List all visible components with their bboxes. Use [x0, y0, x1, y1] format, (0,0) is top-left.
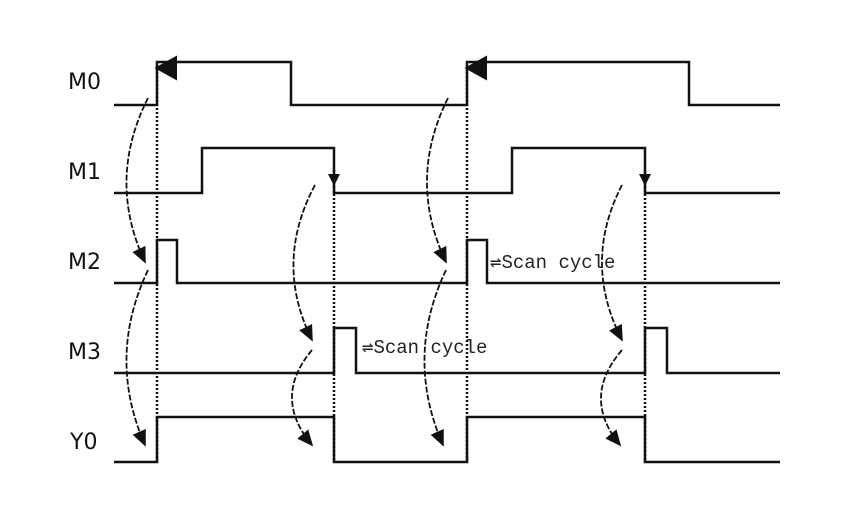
causality-arrow — [600, 349, 623, 447]
scan-cycle-label: ⇌Scan cycle — [362, 337, 487, 359]
down-arrow-icon — [639, 174, 651, 186]
waveform-m2 — [114, 238, 780, 285]
signal-label-m0: M0 — [68, 70, 101, 95]
waveform-m1 — [114, 146, 780, 195]
causality-arrow — [601, 184, 623, 342]
down-arrow-icon — [328, 174, 340, 186]
causality-arrow — [291, 349, 314, 447]
causality-arrow — [125, 269, 149, 447]
waveform-y0 — [114, 415, 780, 464]
waveform-m0 — [114, 60, 780, 107]
scan-cycle-label: ⇌Scan cycle — [490, 252, 615, 274]
signal-label-y0: Y0 — [70, 430, 98, 455]
signal-label-m1: M1 — [68, 160, 101, 185]
signal-label-m3: M3 — [68, 340, 101, 365]
causality-arrow — [125, 97, 149, 264]
causality-arrow — [423, 269, 447, 447]
causality-arrow — [426, 97, 449, 264]
causality-arrow — [292, 184, 316, 342]
signal-label-m2: M2 — [68, 250, 101, 275]
